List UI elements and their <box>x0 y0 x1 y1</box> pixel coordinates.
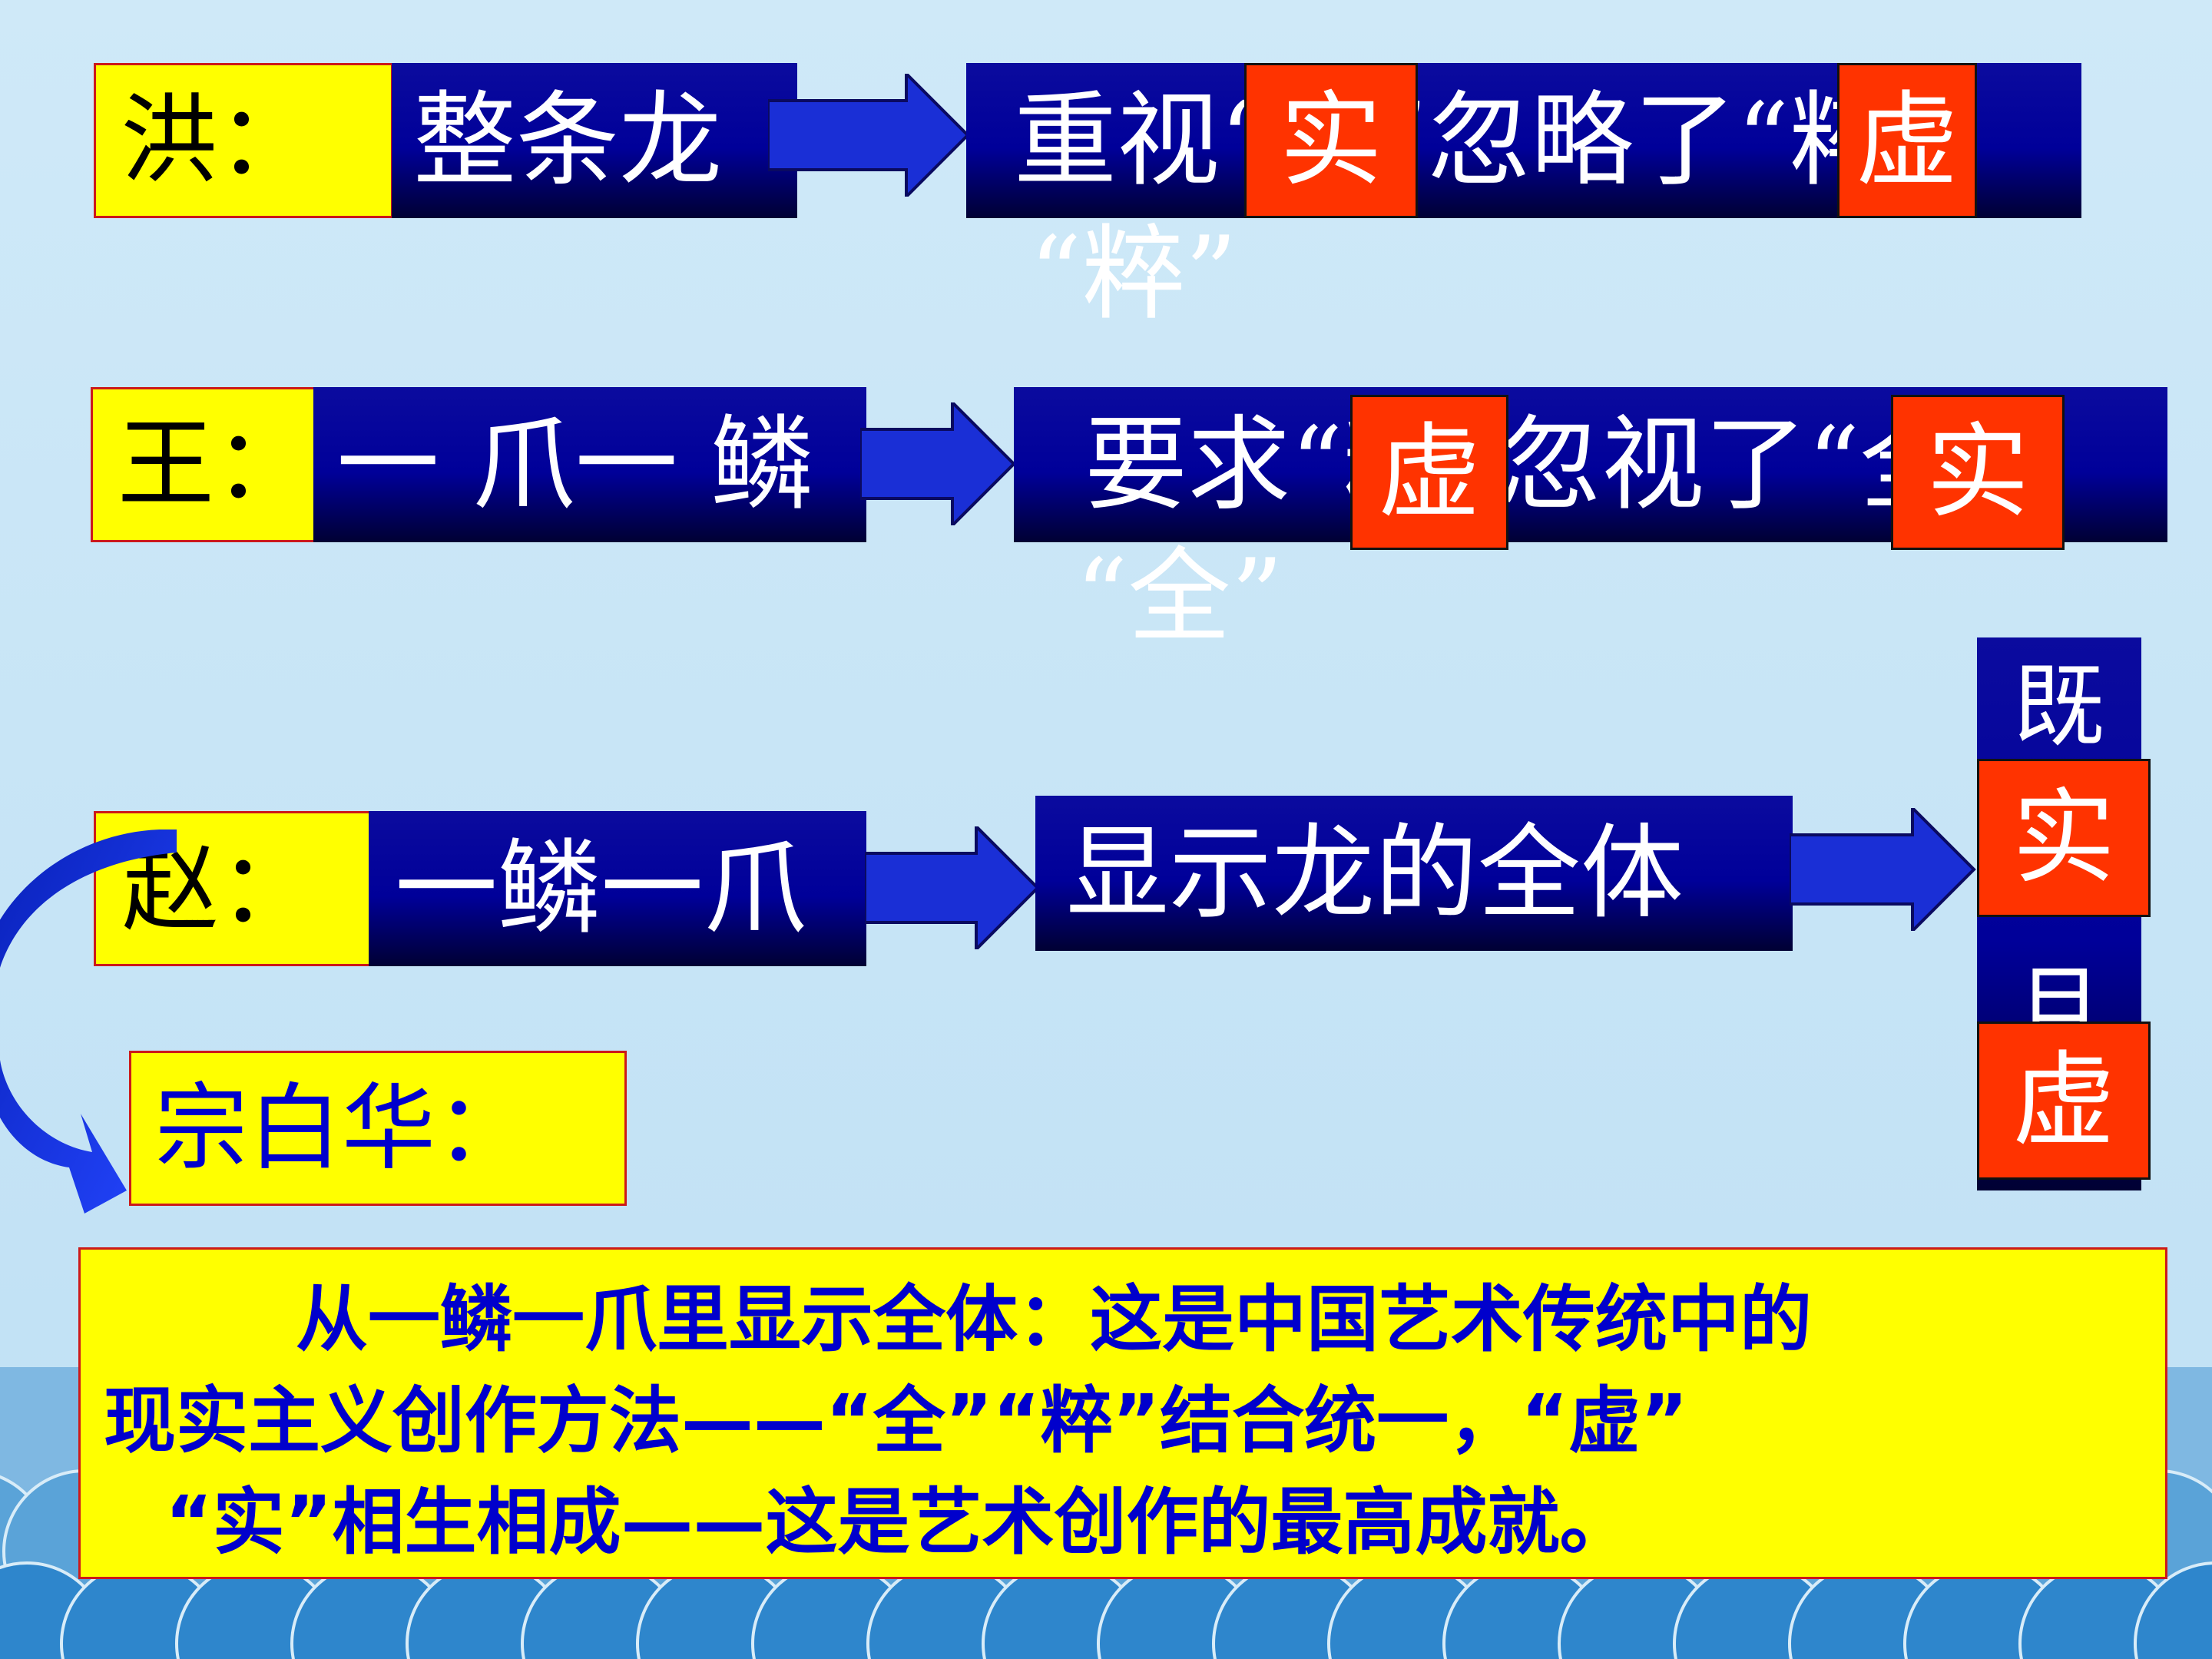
tag-hong-label: 洪： <box>121 84 314 197</box>
box-show-whole-dragon-label: 显示龙的全体 <box>1066 813 1684 933</box>
tag-wang-label: 王： <box>118 408 311 521</box>
tag-zhao-label: 赵： <box>122 832 316 945</box>
summary-line-3: “实”相生相成——这是艺术创作的最高成就。 <box>165 1481 1632 1565</box>
arrow-right-icon <box>860 402 1016 525</box>
wave-pattern-front <box>0 1561 2212 1659</box>
badge-xu-1-label: 虚 <box>1855 81 1959 200</box>
badge-shi-1: 实 <box>1244 63 1418 218</box>
box-wang-conclusion-text: 要求“粹”忽视了“全” <box>1084 405 2016 525</box>
badge-shi-3-label: 实 <box>2012 778 2115 898</box>
badge-xu-1: 虚 <box>1837 63 1977 218</box>
box-whole-dragon: 整条龙 <box>392 63 797 218</box>
tag-zong-baihua-label: 宗白华： <box>154 1074 529 1183</box>
box-whole-dragon-label: 整条龙 <box>413 81 723 200</box>
box-one-claw-one-scale-label: 一 爪一 鳞 <box>336 405 814 525</box>
box-one-claw-one-scale: 一 爪一 鳞 <box>313 387 866 542</box>
arrow-right-icon <box>865 826 1040 949</box>
badge-shi-3: 实 <box>1977 759 2151 917</box>
overflow-text-cui: “粹” <box>1029 214 1238 334</box>
curved-arrow-icon <box>0 830 177 1214</box>
tag-hong: 洪： <box>94 63 393 218</box>
tag-zhao: 赵： <box>94 811 378 966</box>
overflow-text-quan: “全” <box>1075 537 1284 657</box>
summary-box: 从一鳞一爪里显示全体：这是中国艺术传统中的 现实主义创作方法——“全”“粹”结合… <box>78 1247 2167 1579</box>
summary-line-1: 从一鳞一爪里显示全体：这是中国艺术传统中的 <box>296 1278 1813 1362</box>
badge-shi-1-label: 实 <box>1279 81 1382 200</box>
box-show-whole-dragon: 显示龙的全体 <box>1035 796 1793 951</box>
box-one-scale-one-claw: 一鳞一爪 <box>369 811 866 966</box>
box-hong-conclusion-text: 重视“全”忽略了“粹” <box>1014 81 1945 200</box>
arrow-right-icon <box>1790 808 1976 931</box>
badge-shi-2-label: 实 <box>1926 412 2029 532</box>
vertical-ji-label: 既 <box>2013 653 2105 760</box>
badge-xu-3-label: 虚 <box>2012 1041 2115 1161</box>
badge-xu-3: 虚 <box>1977 1022 2151 1180</box>
badge-xu-2-label: 虚 <box>1377 412 1481 532</box>
wave-crest <box>2134 1561 2212 1659</box>
badge-shi-2: 实 <box>1891 395 2065 550</box>
summary-line-2: 现实主义创作方法——“全”“粹”结合统一，“虚” <box>104 1379 1688 1463</box>
box-one-scale-one-claw-label: 一鳞一爪 <box>395 829 807 949</box>
tag-zong-baihua: 宗白华： <box>129 1051 627 1206</box>
badge-xu-2: 虚 <box>1350 395 1508 550</box>
arrow-right-icon <box>768 74 970 197</box>
